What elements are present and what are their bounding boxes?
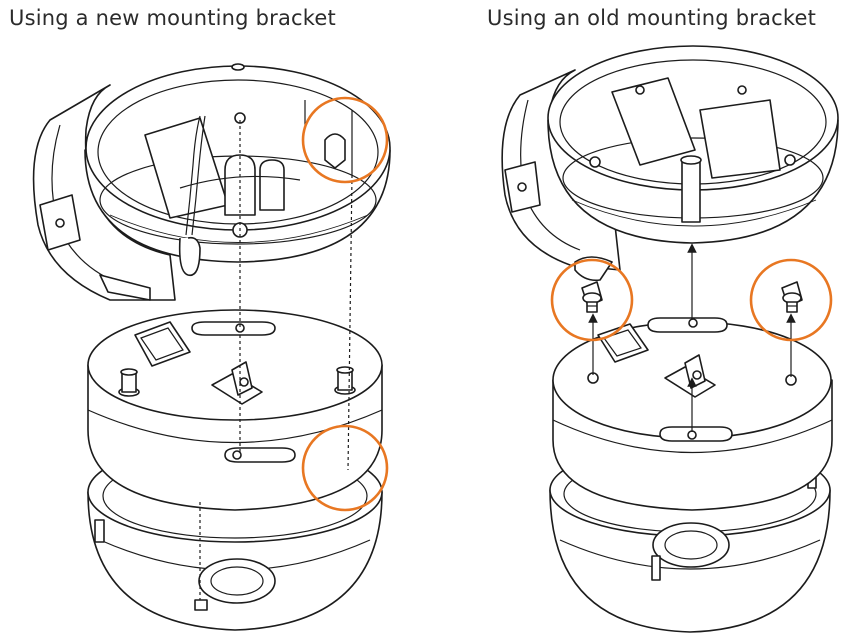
right-highlight-left xyxy=(550,258,634,342)
caption-old-bracket: Using an old mounting bracket xyxy=(487,6,817,30)
left-alignment-guides xyxy=(199,120,353,600)
left-plate-screw-1 xyxy=(118,368,140,397)
right-highlight-right xyxy=(749,258,833,342)
left-highlight-top xyxy=(301,96,389,184)
right-wall-bracket xyxy=(501,45,839,282)
left-assembly xyxy=(32,63,391,631)
right-direction-arrows xyxy=(588,243,796,432)
left-highlight-bottom xyxy=(301,424,389,512)
caption-new-bracket: Using a new mounting bracket xyxy=(9,6,336,30)
left-mounting-plate xyxy=(87,309,383,511)
right-assembly xyxy=(501,45,839,633)
right-screw-left xyxy=(581,281,603,313)
left-plate-screw-2 xyxy=(334,366,356,395)
right-screw-right xyxy=(781,281,803,313)
left-wall-bracket xyxy=(32,63,391,301)
